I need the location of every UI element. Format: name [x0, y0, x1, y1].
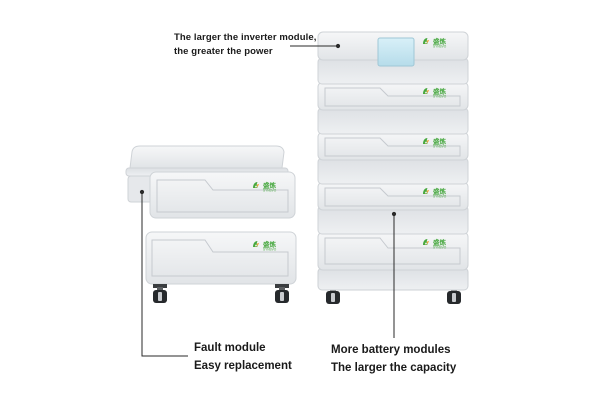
base-battery-module [145, 231, 297, 285]
logo-cn-text: 盛炼 [433, 238, 447, 247]
fault-caption: Fault module Easy replacement [194, 339, 292, 375]
logo-cn-text: 盛炼 [263, 240, 277, 249]
battery-caption-line-1: More battery modules [331, 344, 451, 356]
inverter-caption-line-2: the greater the power [174, 46, 273, 57]
top-lid [129, 145, 285, 169]
logo-en-text: SYNSVO [263, 189, 277, 193]
right-stack [317, 31, 469, 304]
fault-caption-line-1: Fault module [194, 342, 266, 354]
inverter-caption-line-1: The larger the inverter module, [174, 32, 317, 43]
logo-en-text: SYNSVO [433, 45, 447, 49]
logo-en-text: SYNSVO [433, 195, 447, 199]
logo-cn-text: 盛炼 [433, 137, 447, 146]
callout-lines [139, 43, 397, 357]
battery-caption: More battery modules The larger the capa… [331, 341, 456, 377]
logo-en-text: SYNSVO [433, 145, 447, 149]
left-stack [125, 145, 297, 303]
battery-module [317, 181, 469, 211]
logo-en-text: SYNSVO [433, 95, 447, 99]
logo-en-text: SYNSVO [433, 246, 447, 250]
battery-caption-line-2: The larger the capacity [331, 362, 457, 374]
inverter-screen [377, 37, 415, 67]
fault-caption-line-2: Easy replacement [194, 360, 292, 372]
logo-cn-text: 盛炼 [433, 37, 447, 46]
logo-cn-text: 盛炼 [433, 87, 447, 96]
wheel-icon [275, 284, 289, 303]
inverter-module [317, 31, 469, 67]
logo-en-text: SYNSVO [263, 248, 277, 252]
inverter-caption: The larger the inverter module, the grea… [174, 31, 316, 59]
logo-cn-text: 盛炼 [263, 181, 277, 190]
wheel-icon [153, 284, 167, 303]
logo-cn-text: 盛炼 [433, 187, 447, 196]
callout-fault [141, 192, 188, 357]
stack-base [317, 267, 469, 291]
fault-module [149, 171, 296, 219]
